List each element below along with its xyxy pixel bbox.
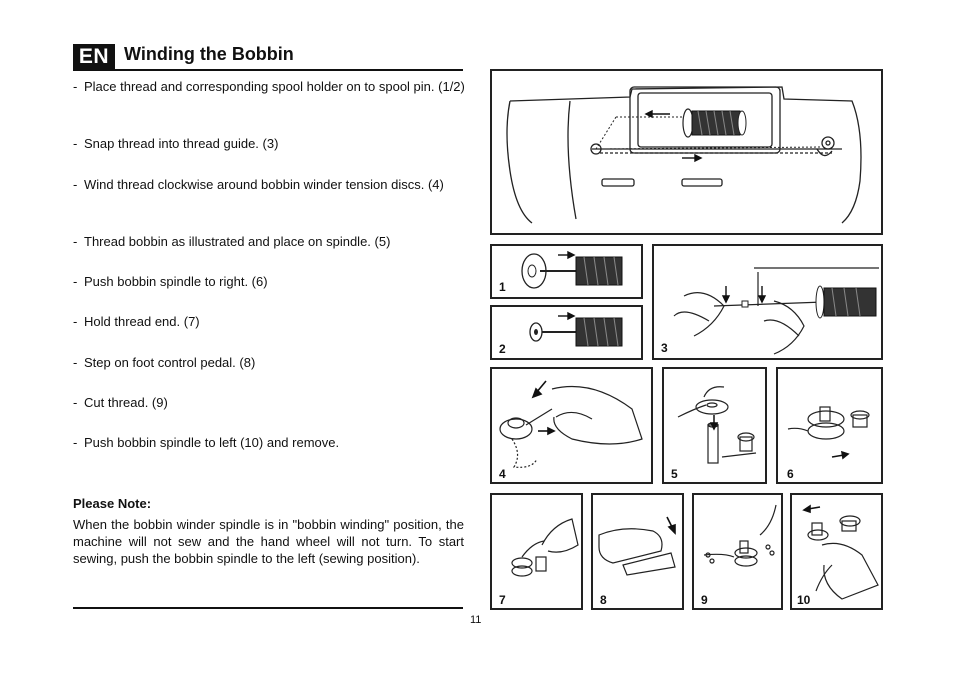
step-text: Place thread and corresponding spool hol… xyxy=(84,79,465,94)
figure-10: 10 xyxy=(790,493,883,610)
hold-thread-drawing xyxy=(511,518,579,577)
figure-label: 3 xyxy=(661,341,668,355)
step-item: - Hold thread end. (7) xyxy=(73,314,465,330)
sewing-machine-top-drawing xyxy=(506,86,862,224)
small-spool-holder-drawing xyxy=(529,311,623,347)
figure-6: 6 xyxy=(776,367,883,484)
cut-thread-drawing xyxy=(703,504,777,567)
language-badge: EN xyxy=(73,44,115,70)
foot-pedal-drawing xyxy=(598,516,676,576)
note-text: When the bobbin winder spindle is in "bo… xyxy=(73,517,464,566)
step-text: Step on foot control pedal. (8) xyxy=(84,355,256,370)
figure-3: 3 xyxy=(652,244,883,360)
step-item: - Push bobbin spindle to left (10) and r… xyxy=(73,435,465,451)
step-text: Push bobbin spindle to right. (6) xyxy=(84,274,268,289)
figure-1: 1 xyxy=(490,244,643,299)
page-number: 11 xyxy=(470,614,482,626)
figure-label: 10 xyxy=(797,593,811,607)
step-text: Thread bobbin as illustrated and place o… xyxy=(84,234,391,249)
figure-label: 5 xyxy=(671,467,678,481)
figure-2: 2 xyxy=(490,305,643,360)
remove-bobbin-drawing xyxy=(802,504,879,600)
step-item: - Cut thread. (9) xyxy=(73,395,465,411)
figure-label: 7 xyxy=(499,593,506,607)
spool-drawing xyxy=(682,108,747,138)
figure-8: 8 xyxy=(591,493,684,610)
figure-7: 7 xyxy=(490,493,583,610)
figure-label: 6 xyxy=(787,467,794,481)
step-text: Cut thread. (9) xyxy=(84,395,168,410)
step-text: Wind thread clockwise around bobbin wind… xyxy=(84,177,444,192)
spool-holder-drawing xyxy=(521,250,623,289)
step-text: Hold thread end. (7) xyxy=(84,314,200,329)
figure-label: 4 xyxy=(499,467,506,481)
step-item: - Push bobbin spindle to right. (6) xyxy=(73,274,465,290)
page-title: Winding the Bobbin xyxy=(124,44,294,64)
title-divider xyxy=(73,69,463,71)
step-item: - Wind thread clockwise around bobbin wi… xyxy=(73,177,465,193)
step-text: Push bobbin spindle to left (10) and rem… xyxy=(84,435,340,450)
step-item: - Snap thread into thread guide. (3) xyxy=(73,136,465,152)
figure-label: 8 xyxy=(600,593,607,607)
bobbin-threading-drawing xyxy=(677,386,757,464)
note-title: Please Note: xyxy=(73,496,152,511)
step-text: Snap thread into thread guide. (3) xyxy=(84,136,279,151)
bottom-divider xyxy=(73,607,463,609)
figure-9: 9 xyxy=(692,493,783,610)
figure-4: 4 xyxy=(490,367,653,484)
figure-label: 9 xyxy=(701,593,708,607)
figure-label: 2 xyxy=(499,342,506,356)
step-item: - Step on foot control pedal. (8) xyxy=(73,355,465,371)
machine-illustration xyxy=(490,69,883,235)
step-item: - Place thread and corresponding spool h… xyxy=(73,79,465,94)
figure-5: 5 xyxy=(662,367,767,484)
tension-disc-drawing xyxy=(499,380,643,468)
step-item: - Thread bobbin as illustrated and place… xyxy=(73,234,465,250)
figure-label: 1 xyxy=(499,280,506,294)
spindle-right-drawing xyxy=(787,406,870,460)
thread-guide-drawing xyxy=(673,267,879,355)
